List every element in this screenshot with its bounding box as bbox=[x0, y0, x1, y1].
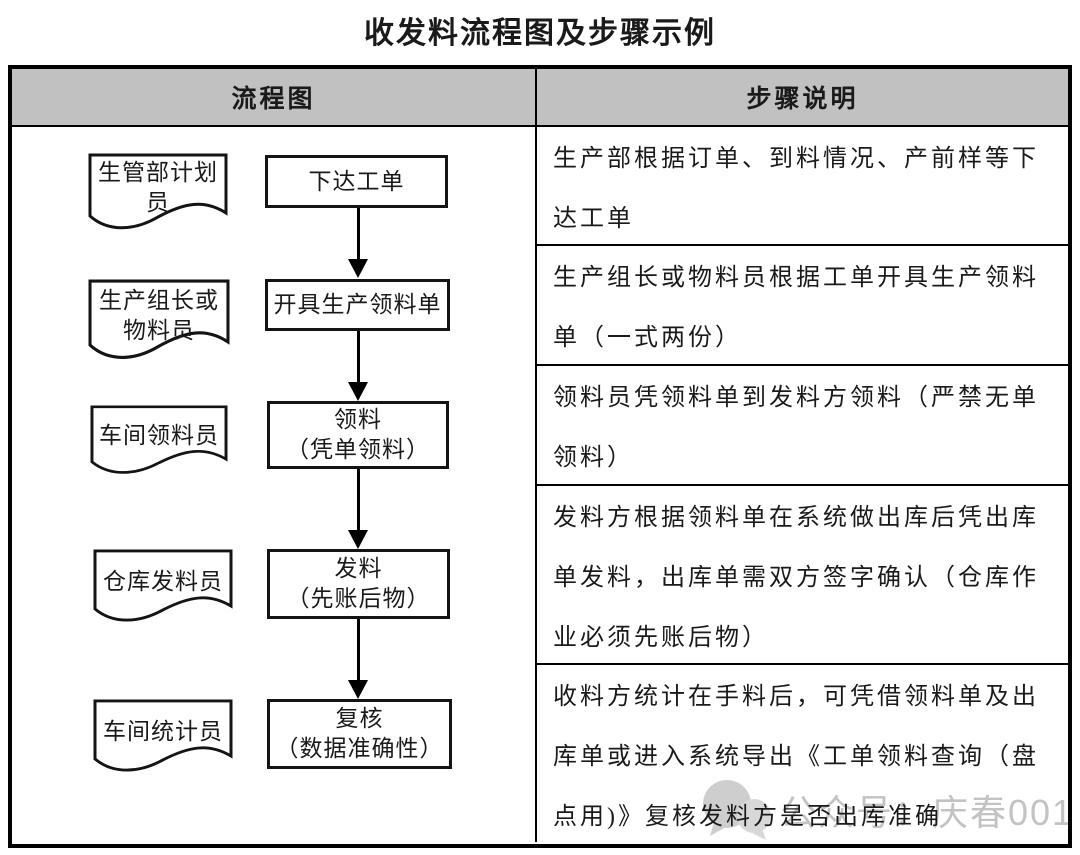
role-label: 生产组长或物料员 bbox=[99, 288, 219, 343]
process-sublabel: （先账后物） bbox=[286, 586, 431, 611]
document-shape-icon bbox=[90, 405, 228, 474]
document-shape-icon bbox=[93, 549, 233, 622]
process-label: 领料 bbox=[334, 407, 382, 433]
arrow-down-icon bbox=[346, 331, 370, 401]
steps-column: 生产部根据订单、到料情况、产前样等下达工单 生产组长或物料员根据工单开具生产领料… bbox=[537, 127, 1068, 842]
process-label: 开具生产领料单 bbox=[273, 292, 442, 318]
role-label: 生管部计划员 bbox=[98, 160, 218, 215]
document-shape-icon bbox=[88, 279, 230, 359]
table-header-row: 流程图 步骤说明 bbox=[12, 69, 1068, 127]
process-label: 下达工单 bbox=[308, 168, 405, 194]
role-doc-workshop-picker: 车间领料员 bbox=[90, 405, 228, 479]
process-label: 发料 bbox=[334, 556, 383, 582]
step-description: 收料方统计在手料后，可凭借领料单及出库单或进入系统导出《工单领料查询（盘点用)》… bbox=[553, 684, 1039, 830]
step-row: 领料员凭领料单到发料方领料（严禁无单领料） bbox=[537, 366, 1068, 486]
process-sublabel: （凭单领料） bbox=[286, 437, 430, 462]
header-flowchart-col: 流程图 bbox=[12, 69, 537, 125]
process-label: 复核 bbox=[335, 706, 384, 732]
role-label: 车间领料员 bbox=[99, 423, 219, 449]
page-title: 收发料流程图及步骤示例 bbox=[364, 17, 716, 50]
role-doc-team-leader: 生产组长或物料员 bbox=[88, 279, 230, 365]
flow-table: 流程图 步骤说明 生管部计划员 生产组长或物料员 bbox=[8, 65, 1072, 848]
role-label: 车间统计员 bbox=[103, 719, 223, 745]
step-description: 发料方根据领料单在系统做出库后凭出库单发料，出库单需双方签字确认（仓库作业必须先… bbox=[553, 505, 1039, 651]
role-doc-workshop-statistician: 车间统计员 bbox=[93, 699, 233, 777]
step-row: 收料方统计在手料后，可凭借领料单及出库单或进入系统导出《工单领料查询（盘点用)》… bbox=[537, 665, 1068, 847]
step-row: 生产组长或物料员根据工单开具生产领料单（一式两份） bbox=[537, 246, 1068, 366]
role-doc-warehouse-issuer: 仓库发料员 bbox=[93, 549, 233, 627]
process-box-create-picking-list: 开具生产领料单 bbox=[265, 279, 450, 331]
step-row: 发料方根据领料单在系统做出库后凭出库单发料，出库单需双方签字确认（仓库作业必须先… bbox=[537, 486, 1068, 665]
table-body: 生管部计划员 生产组长或物料员 车间领料员 bbox=[12, 127, 1068, 842]
role-doc-planner: 生管部计划员 bbox=[88, 153, 228, 235]
header-steps-col: 步骤说明 bbox=[746, 86, 859, 113]
process-sublabel: （数据准确性） bbox=[275, 736, 444, 761]
arrow-down-icon bbox=[346, 208, 370, 278]
step-row: 生产部根据订单、到料情况、产前样等下达工单 bbox=[537, 127, 1068, 246]
step-description: 生产部根据订单、到料情况、产前样等下达工单 bbox=[553, 146, 1039, 232]
flowchart-cell: 生管部计划员 生产组长或物料员 车间领料员 bbox=[12, 127, 537, 842]
process-box-recheck: 复核 （数据准确性） bbox=[267, 699, 452, 769]
process-box-pick-material: 领料 （凭单领料） bbox=[267, 401, 449, 469]
document-shape-icon bbox=[93, 699, 233, 772]
arrow-down-icon bbox=[346, 469, 370, 549]
step-description: 领料员凭领料单到发料方领料（严禁无单领料） bbox=[553, 385, 1039, 471]
arrow-down-icon bbox=[346, 619, 370, 699]
process-box-issue-material: 发料 （先账后物） bbox=[267, 549, 450, 619]
role-label: 仓库发料员 bbox=[103, 569, 223, 595]
process-box-issue-work-order: 下达工单 bbox=[265, 155, 448, 208]
document-shape-icon bbox=[88, 153, 228, 230]
step-description: 生产组长或物料员根据工单开具生产领料单（一式两份） bbox=[553, 265, 1039, 351]
